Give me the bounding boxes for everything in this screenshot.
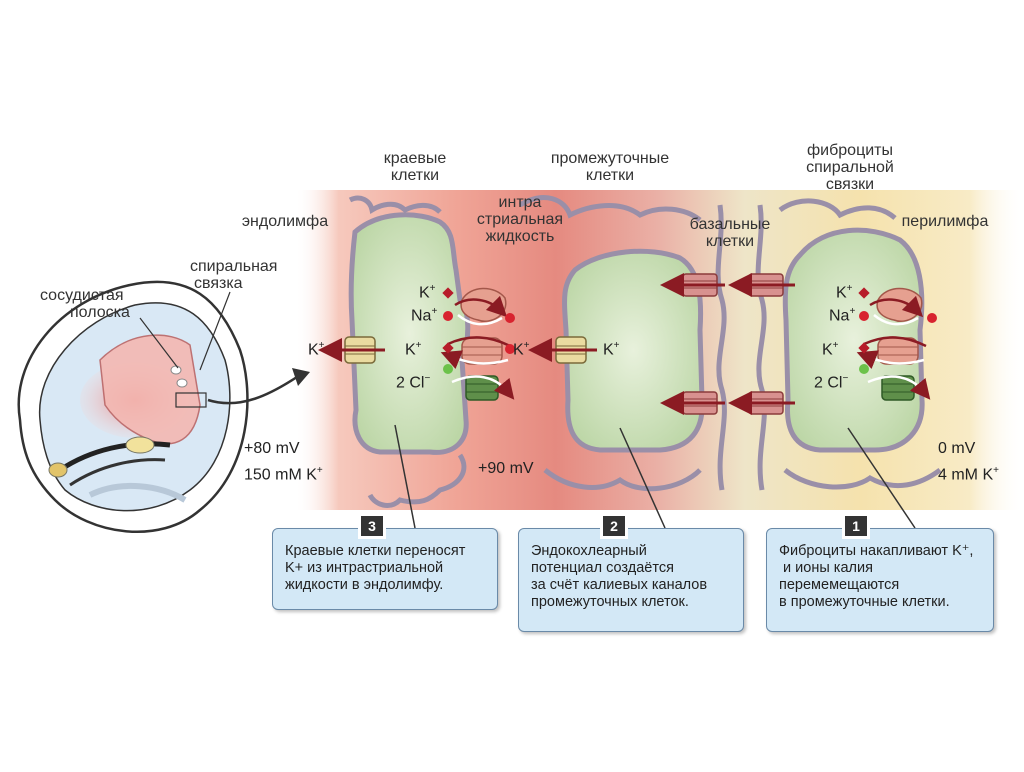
k-ion-label: K+ xyxy=(405,340,422,359)
k-channel-intermediate xyxy=(528,336,597,364)
leader-line xyxy=(199,291,231,371)
gap-junction-lower-right xyxy=(728,391,795,415)
k-channel-marginal xyxy=(318,336,385,364)
basal-cell-membrane-right xyxy=(755,204,767,491)
intermediate-cell-lower-membrane xyxy=(543,468,702,492)
na-ion-dot xyxy=(927,313,937,323)
intrastrial-potential: +90 mV xyxy=(478,460,534,477)
na-ion-dot xyxy=(859,311,869,321)
na-k-pump-fibrocyte xyxy=(869,287,924,326)
callout-2-number: 2 xyxy=(603,516,625,536)
cl-ion-label: 2 Cl− xyxy=(396,373,431,392)
cl-ion-label: 2 Cl− xyxy=(814,373,849,392)
na-ion-label: Na+ xyxy=(411,306,438,325)
cl-ion-dot xyxy=(859,364,869,374)
marginal-cell-basal-membrane xyxy=(367,453,467,508)
k-ion-label: K+ xyxy=(513,340,530,359)
na-ion-dot xyxy=(505,344,515,354)
k-ion-diamond xyxy=(442,287,454,299)
intermediate-cell-upper-membrane xyxy=(518,195,702,223)
na-ion-dot xyxy=(505,313,515,323)
cochlea-cross-section xyxy=(17,280,310,534)
k-ion-diamond xyxy=(442,342,454,354)
k-ion-label: K+ xyxy=(836,283,853,302)
na-ion-dot xyxy=(443,311,453,321)
zoom-region-marker xyxy=(175,392,207,408)
perilymph-values: 0 mV 4 mM K+ xyxy=(938,440,999,484)
marginal-cell-apical-membrane xyxy=(348,195,442,215)
marginal-cell xyxy=(348,212,471,455)
cl-channel-fibrocyte xyxy=(867,375,931,401)
callout-1-number: 1 xyxy=(845,516,867,536)
k-ion-diamond xyxy=(858,287,870,299)
endolymph-values: +80 mV 150 mM K+ xyxy=(244,440,323,484)
fibrocyte-upper-membrane xyxy=(778,198,897,220)
k-ion-label: K+ xyxy=(603,340,620,359)
na-ion-label: Na+ xyxy=(829,306,856,325)
gap-junction-upper-right xyxy=(728,273,795,297)
cl-ion-dot xyxy=(443,364,453,374)
gap-junction-lower-left xyxy=(660,391,725,415)
callout-3-leader xyxy=(394,424,416,529)
k-ion-label: K+ xyxy=(822,340,839,359)
callout-1-leader xyxy=(847,427,916,529)
perilymph-label: перилимфа xyxy=(901,213,989,230)
k-ion-label: K+ xyxy=(308,340,325,359)
fibrocyte-lower-membrane xyxy=(783,467,942,490)
endolymph-label: эндолимфа xyxy=(241,213,329,230)
callout-2-leader xyxy=(619,427,666,529)
k-ion-label: K+ xyxy=(419,283,436,302)
nkcc-cotransporter-fibrocyte xyxy=(856,336,927,369)
callout-3-number: 3 xyxy=(361,516,383,536)
na-k-pump-marginal xyxy=(454,287,508,326)
k-ion-diamond xyxy=(858,342,870,354)
leader-line xyxy=(139,317,179,369)
basal-cell-membrane-left xyxy=(715,204,727,491)
cl-channel-marginal xyxy=(451,375,515,401)
nkcc-cotransporter-marginal xyxy=(440,336,511,369)
gap-junction-upper-left xyxy=(660,273,725,297)
